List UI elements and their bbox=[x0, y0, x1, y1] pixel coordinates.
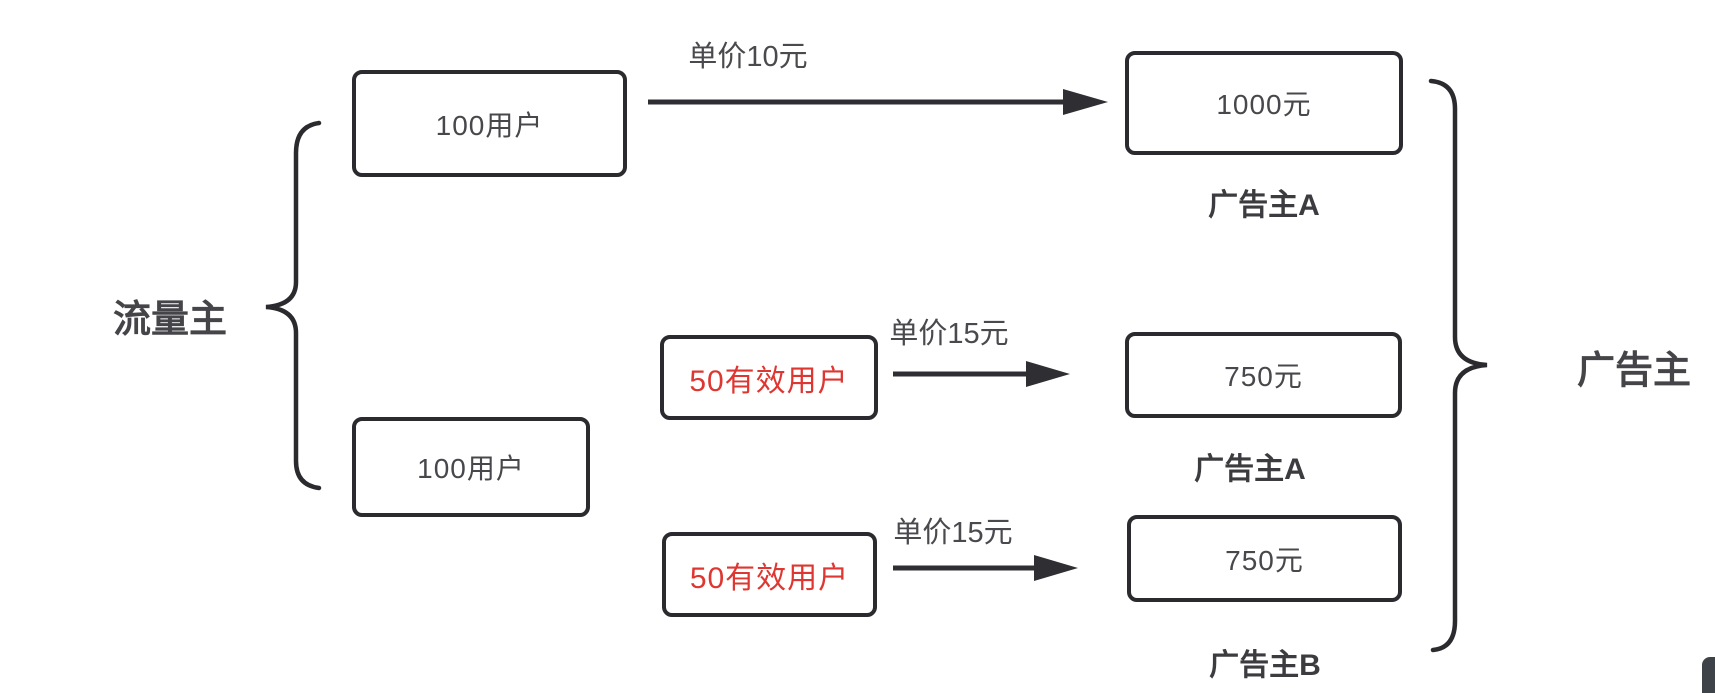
right-brace-icon bbox=[1428, 78, 1488, 653]
arrow-bottom bbox=[893, 555, 1078, 581]
caption-advertiser-a-mid: 广告主A bbox=[1194, 453, 1306, 486]
arrowhead-icon bbox=[1063, 89, 1108, 115]
group-label-advertiser: 广告主 bbox=[1576, 350, 1692, 392]
arrowhead-icon bbox=[1034, 555, 1078, 581]
edge-label-price-mid: 单价15元 bbox=[889, 318, 1009, 350]
caption-advertiser-a-top: 广告主A bbox=[1208, 189, 1320, 222]
arrow-top bbox=[648, 89, 1108, 115]
left-brace-icon bbox=[265, 120, 322, 491]
node-revenue-bottom: 750元 bbox=[1127, 515, 1402, 602]
group-label-traffic-owner: 流量主 bbox=[112, 299, 228, 341]
caption-advertiser-b-bottom: 广告主B bbox=[1209, 649, 1321, 682]
arrow-middle bbox=[893, 361, 1070, 387]
node-valid-users-2: 50有效用户 bbox=[662, 532, 877, 617]
node-users-bottom: 100用户 bbox=[352, 417, 590, 517]
node-valid-users-1: 50有效用户 bbox=[660, 335, 878, 420]
node-revenue-mid: 750元 bbox=[1125, 332, 1402, 418]
edge-label-price-top: 单价10元 bbox=[688, 41, 808, 73]
edge-label-price-bottom: 单价15元 bbox=[893, 517, 1013, 549]
node-users-top: 100用户 bbox=[352, 70, 627, 177]
corner-widget-partial[interactable] bbox=[1702, 657, 1715, 693]
arrowhead-icon bbox=[1026, 361, 1070, 387]
node-revenue-top: 1000元 bbox=[1125, 51, 1403, 155]
